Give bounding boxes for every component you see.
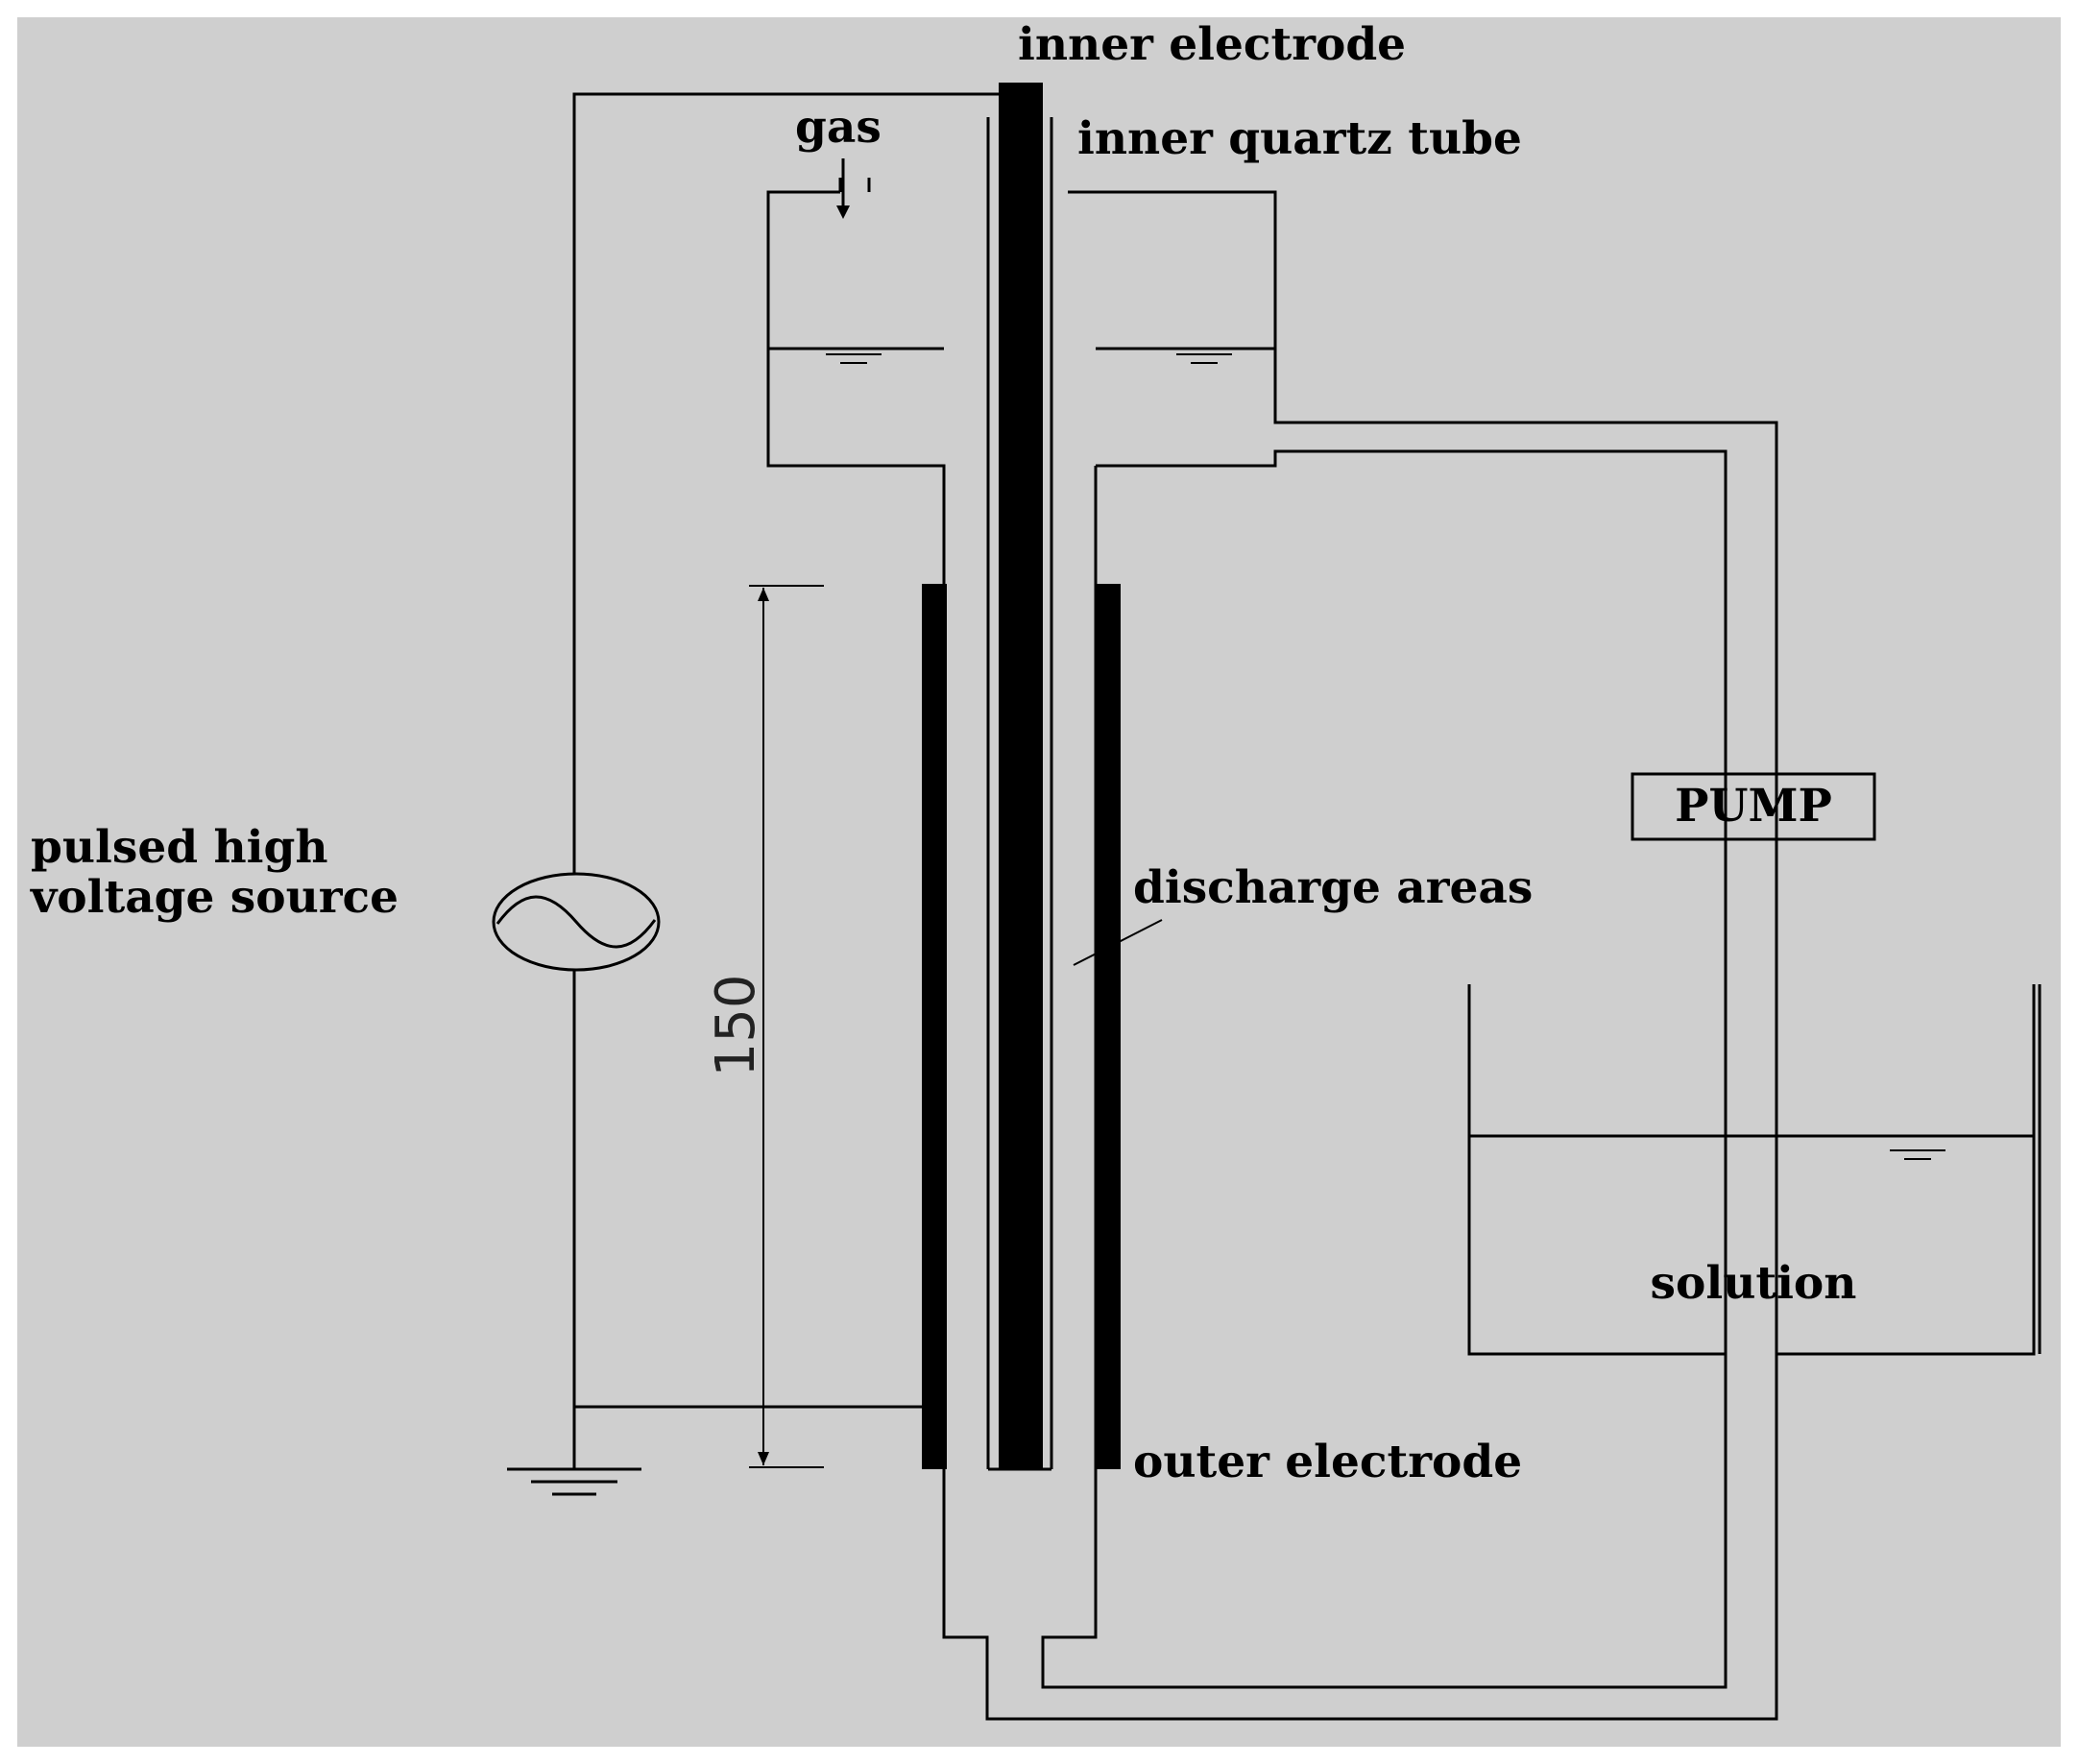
pump-label: PUMP	[1675, 780, 1832, 833]
dimension-150: 150	[705, 585, 824, 1468]
dimension-arrow-bottom	[758, 1452, 769, 1465]
dimension-arrow-top	[758, 588, 769, 601]
ac-sine-wave	[495, 895, 657, 949]
outer-electrode-left	[922, 584, 947, 1469]
discharge-areas-leader	[1073, 919, 1163, 966]
pulsed-source-label-line1: pulsed high	[31, 821, 328, 874]
source-wire-top	[572, 92, 999, 874]
ac-source-symbol	[492, 872, 661, 972]
pump-box	[1631, 772, 1876, 841]
solution-label: solution	[1651, 1257, 1857, 1310]
inner-electrode-rod	[999, 83, 1043, 1469]
inner-electrode-label: inner electrode	[1018, 18, 1406, 71]
outer-electrode-label: outer electrode	[1133, 1436, 1522, 1488]
pulsed-source-label-line2: voltage source	[30, 871, 399, 924]
reactor-body	[766, 83, 1778, 1721]
reservoir-right-inner	[838, 178, 1728, 1689]
top-reservoir	[766, 178, 1778, 1721]
solution-tank	[1467, 984, 2036, 1356]
inner-quartz-tube-label: inner quartz tube	[1077, 112, 1522, 165]
gas-inlet-arrowhead	[836, 205, 850, 219]
discharge-areas-label: discharge areas	[1133, 861, 1533, 914]
pump-and-tank: PUMP solution	[1467, 772, 2042, 1356]
electrical-circuit	[492, 92, 999, 1496]
outer-electrode-right	[1096, 584, 1121, 1469]
dimension-label: 150	[705, 975, 767, 1077]
gas-label: gas	[795, 101, 882, 154]
